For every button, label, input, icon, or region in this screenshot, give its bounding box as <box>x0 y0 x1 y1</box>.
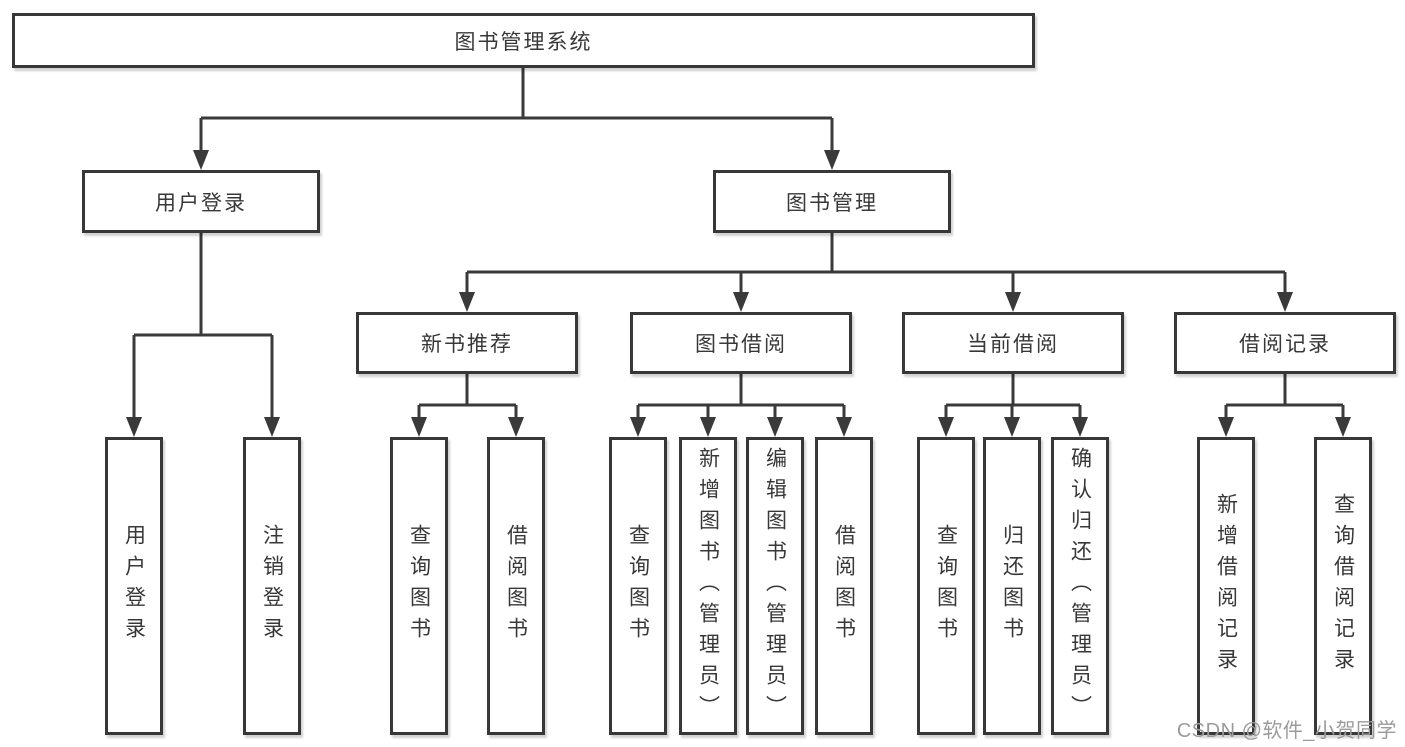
node-book-borrow: 图书借阅 <box>630 312 852 374</box>
node-root-label: 图书管理系统 <box>454 30 593 54</box>
arrow-down-icon <box>193 150 209 170</box>
arrow-down-icon <box>1005 292 1021 312</box>
node-borrow-records-label: 借阅记录 <box>1239 333 1331 356</box>
node-book-management: 图书管理 <box>713 170 951 233</box>
leaf-bb-edit-book-admin: 编辑图书（管理员） <box>746 437 804 735</box>
leaf-bb-query-book-label: 查询图书 <box>626 524 650 648</box>
leaf-cb-confirm-return-admin: 确认归还（管理员） <box>1051 437 1109 735</box>
node-root: 图书管理系统 <box>12 13 1035 68</box>
leaf-bb-query-book: 查询图书 <box>609 437 667 735</box>
node-user-login: 用户登录 <box>82 170 320 233</box>
arrow-down-icon <box>411 417 427 437</box>
arrow-down-icon <box>459 292 475 312</box>
arrow-down-icon <box>1218 417 1234 437</box>
node-new-book-recommend-label: 新书推荐 <box>421 333 513 356</box>
leaf-cb-query-book-label: 查询图书 <box>934 524 958 648</box>
leaf-cb-query-book: 查询图书 <box>917 437 975 735</box>
leaf-nb-borrow-book-label: 借阅图书 <box>504 524 528 648</box>
node-book-borrow-label: 图书借阅 <box>695 333 787 356</box>
arrow-down-icon <box>1004 417 1020 437</box>
node-book-management-label: 图书管理 <box>786 191 878 215</box>
arrow-down-icon <box>836 417 852 437</box>
leaf-br-add-record-label: 新增借阅记录 <box>1214 493 1238 679</box>
leaf-nb-borrow-book: 借阅图书 <box>487 437 545 735</box>
leaf-bb-add-book-admin: 新增图书（管理员） <box>679 437 737 735</box>
arrow-down-icon <box>938 417 954 437</box>
leaf-cb-return-book: 归还图书 <box>983 437 1041 735</box>
arrow-down-icon <box>1072 417 1088 437</box>
leaf-br-add-record: 新增借阅记录 <box>1197 437 1255 735</box>
node-current-borrow: 当前借阅 <box>902 312 1124 374</box>
leaf-logout-label: 注销登录 <box>260 524 284 648</box>
leaf-br-query-record-label: 查询借阅记录 <box>1331 493 1355 679</box>
arrow-down-icon <box>1335 417 1351 437</box>
leaf-nb-query-book-label: 查询图书 <box>407 524 431 648</box>
arrow-down-icon <box>767 417 783 437</box>
leaf-logout: 注销登录 <box>243 437 301 735</box>
leaf-bb-add-book-admin-label: 新增图书（管理员） <box>696 446 720 726</box>
arrow-down-icon <box>700 417 716 437</box>
leaf-cb-confirm-return-admin-label: 确认归还（管理员） <box>1068 446 1092 726</box>
arrow-down-icon <box>264 417 280 437</box>
arrow-down-icon <box>630 417 646 437</box>
node-user-login-label: 用户登录 <box>155 191 247 215</box>
arrow-down-icon <box>824 150 840 170</box>
leaf-user-login: 用户登录 <box>105 437 163 735</box>
arrow-down-icon <box>508 417 524 437</box>
leaf-cb-return-book-label: 归还图书 <box>1000 524 1024 648</box>
leaf-user-login-label: 用户登录 <box>122 524 146 648</box>
arrow-down-icon <box>733 292 749 312</box>
arrow-down-icon <box>126 417 142 437</box>
arrow-down-icon <box>1277 292 1293 312</box>
node-borrow-records: 借阅记录 <box>1174 312 1396 374</box>
leaf-bb-edit-book-admin-label: 编辑图书（管理员） <box>763 446 787 726</box>
leaf-bb-borrow-book: 借阅图书 <box>815 437 873 735</box>
leaf-nb-query-book: 查询图书 <box>390 437 448 735</box>
leaf-br-query-record: 查询借阅记录 <box>1314 437 1372 735</box>
watermark: CSDN @软件_小贺同学 <box>1176 720 1397 742</box>
leaf-bb-borrow-book-label: 借阅图书 <box>832 524 856 648</box>
node-current-borrow-label: 当前借阅 <box>967 333 1059 356</box>
node-new-book-recommend: 新书推荐 <box>356 312 578 374</box>
